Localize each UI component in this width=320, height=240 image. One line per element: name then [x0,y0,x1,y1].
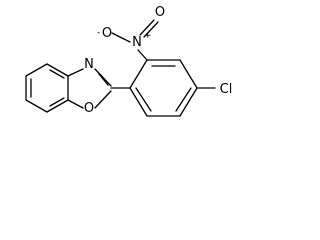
nitro-oxygen-single-label: O [102,26,112,41]
ring-nitrogen-label: N [84,57,94,72]
nitro-oxygen-charge: - [97,28,100,38]
nitro-group-bonds [111,19,159,61]
nitro-oxygen-double-label: O [155,5,165,20]
chlorine-label: Cl [220,82,233,97]
oxazole-ring [67,68,112,109]
nitro-nitrogen-charge: + [144,31,152,41]
nitro-nitrogen-label: N [132,35,142,50]
benzo-ring [25,63,69,113]
ring-oxygen-label: O [84,101,94,116]
chlorophenyl-ring [129,59,198,117]
molecule-drawing: N O N + - O O Cl [25,5,233,117]
structure-canvas: N O N + - O O Cl [25,5,233,117]
